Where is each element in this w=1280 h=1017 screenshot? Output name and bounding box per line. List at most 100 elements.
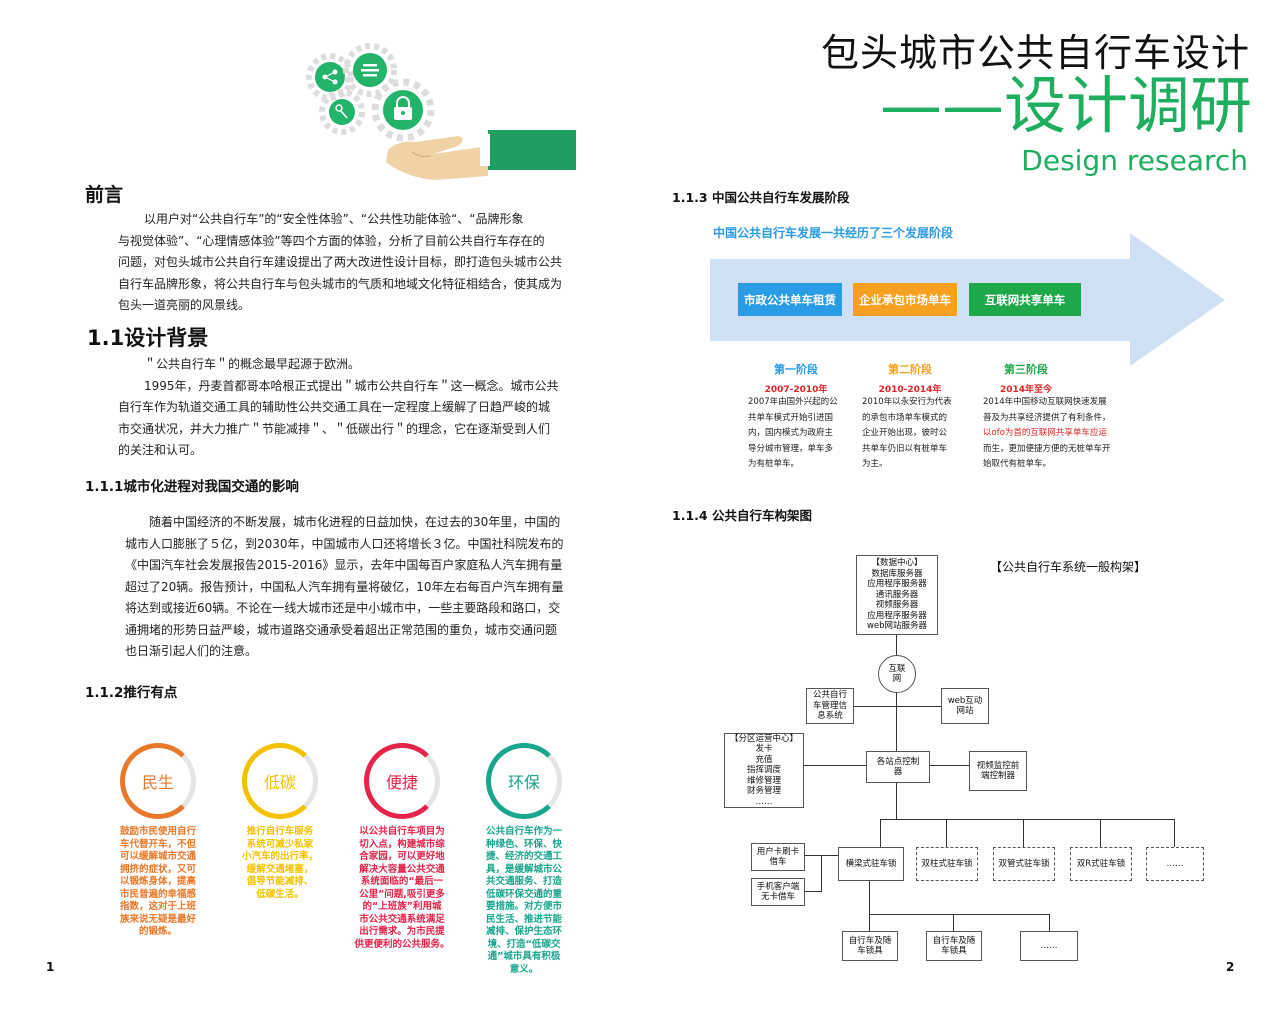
- phone-user-box-line: 无卡借车: [760, 892, 795, 902]
- management-system-box-line: 公共自行: [812, 690, 847, 701]
- section-1-1-4-heading: 1.1.4 公共自行车构架图: [672, 508, 812, 523]
- advantage-desc-line: 低碳生活。: [256, 888, 304, 900]
- advantage-desc-line: 推行自行车服务: [246, 826, 314, 837]
- stage-title: 第二阶段: [888, 363, 932, 376]
- stage-desc-line: 2014年中国移动互联网快速发展: [983, 397, 1107, 407]
- dock-lock-box: 双R式驻车锁: [1070, 847, 1132, 881]
- preface-body: 以用户对“公共自行车”的“安全性体验”、“公共性功能体验“、“品牌形象 与视觉体…: [118, 209, 578, 317]
- video-controller-box: 视频监控前端控制器: [969, 751, 1027, 791]
- stage-desc-line: 始取代有桩单车。: [983, 459, 1052, 469]
- s11-line: ＂公共自行车＂的概念最早起源于欧洲。: [144, 357, 361, 371]
- stage-desc-line: 为有桩单车。: [748, 459, 800, 469]
- bike-lock-box: ……: [1020, 931, 1078, 961]
- advantage-desc-line: 解决大容量公共交通: [359, 863, 445, 875]
- preface-line: 自行车品牌形象，将公共自行车与包头城市的气质和地域文化特征相结合，使其成为: [118, 276, 563, 291]
- advantage-desc-line: 合家园，可以更好地: [359, 851, 445, 862]
- district-center-box: 【分区运营中心】发卡充值指挥调度维修管理财务管理……: [724, 733, 804, 808]
- section-1-1-2-heading: 1.1.2推行有点: [85, 685, 178, 701]
- hand-icon: [386, 130, 576, 180]
- preface-line: 包头一道亮丽的风景线。: [118, 298, 251, 312]
- advantage-label: 民生: [141, 773, 174, 792]
- advantage-desc-line: 倡导节能减排、: [246, 876, 314, 887]
- s111-line: 通拥堵的形势日益严峻，城市道路交通承受着超出正常范围的重负，城市交通问题: [125, 622, 558, 637]
- data-center-box-line: 应用程序服务器: [867, 579, 927, 590]
- advantage-desc-line: 鼓励市民使用自行: [119, 826, 196, 837]
- stage-years: 2010-2014年: [878, 385, 942, 395]
- stage-title: 第一阶段: [774, 363, 818, 376]
- district-center-box-line: 发卡: [755, 744, 773, 755]
- preface-line: 以用户对“公共自行车”的“安全性体验”、“公共性功能体验“、“品牌形象: [144, 212, 524, 226]
- video-controller-box-line: 视频监控前: [976, 760, 1020, 771]
- bike-lock-box: 自行车及随 车锁具: [926, 931, 982, 961]
- section-1-1-1-heading: 1.1.1城市化进程对我国交通的影响: [85, 479, 299, 495]
- advantage-desc-line: 系统可减少私家: [246, 838, 314, 850]
- key-gear-icon: [319, 89, 365, 135]
- phone-user-box-line: 手机客户端: [756, 881, 800, 892]
- s11-line: 1995年，丹麦首都哥本哈根正式提出＂城市公共自行车＂这一概念。城市公共: [144, 378, 559, 393]
- district-center-box-line: 维修管理: [746, 775, 781, 786]
- share-gear-icon: [306, 53, 354, 101]
- data-center-box-line: 应用程序服务器: [867, 610, 927, 621]
- stage-desc-line: 共单车模式开始引进国: [748, 412, 834, 423]
- s111-line: 将达到或接近60辆。不论在一线大城市还是中小城市中，一些主要路段和路口，交: [125, 601, 561, 615]
- advantage-label: 低碳: [263, 773, 296, 792]
- card-user-box-line: 用户卡刷卡: [756, 846, 800, 857]
- s111-line: 《中国汽车社会发展报告2015-2016》显示，去年中国每百户家庭私人汽车拥有量: [125, 558, 563, 572]
- advantage-desc-line: 民生活、推进节能: [485, 913, 562, 925]
- advantage-description: 以公共自行车项目为切入点，构建城市综合家园，可以更好地解决大容量公共交通系统面临…: [334, 826, 470, 951]
- title-line-1: 包头城市公共自行车设计: [820, 31, 1250, 75]
- advantage-desc-line: 意义。: [509, 963, 539, 975]
- section-1-1-1-body: 随着中国经济的不断发展，城市化进程的日益加快，在过去的30年里，中国的 城市人口…: [125, 512, 585, 663]
- stage-desc-line: 内，国内模式为政府主: [748, 428, 834, 438]
- advantage-desc-line: 减排、保护生态环: [485, 926, 562, 937]
- section-1-1-body: ＂公共自行车＂的概念最早起源于欧洲。 1995年，丹麦首都哥本哈根正式提出＂城市…: [118, 354, 578, 462]
- stage-years: 2014年至今: [999, 385, 1053, 395]
- stage-description: 2010年以永安行为代表的承包市场单车模式的企业开始出现，彼时公共单车仍旧以有桩…: [862, 395, 972, 473]
- stages-subtitle: 中国公共自行车发展一共经历了三个发展阶段: [713, 226, 954, 240]
- advantage-desc-line: 捷、经济的交通工: [485, 851, 562, 862]
- advantage-desc-line: 要措施。对方便市: [485, 901, 562, 912]
- stage-desc-line: 普及为共享经济提供了有利条件，: [983, 412, 1111, 423]
- data-center-box-line: 通讯服务器: [875, 589, 919, 600]
- advantage-label: 便捷: [385, 773, 418, 792]
- stage-description: 2007年由国外兴起的公共单车模式开始引进国内，国内模式为政府主导分城市管理，单…: [748, 395, 858, 473]
- advantage-desc-line: 以公共自行车项目为: [359, 826, 445, 837]
- card-user-box: 用户卡刷卡借车: [751, 843, 805, 871]
- dock-lock-box: 横梁式驻车锁: [838, 847, 904, 881]
- gears-hand-illustration: [306, 43, 576, 180]
- advantage-desc-line: 市民普遍的幸福感: [119, 888, 196, 900]
- advantage-desc-line: 指数，这对于上班: [119, 901, 196, 912]
- lock-gear-icon: [371, 78, 435, 142]
- card-user-box-line: 借车: [769, 857, 787, 867]
- s111-line: 城市人口膨胀了５亿，到2030年，中国城市人口还将增长３亿。中国社科院发布的: [125, 536, 564, 551]
- stage-desc-line: 而生，更加便捷方便的无桩单车开: [983, 443, 1111, 454]
- advantage-label: 环保: [507, 773, 540, 792]
- district-center-box-line: ……: [755, 796, 773, 807]
- advantage-desc-line: 族来说无疑是最好: [119, 913, 196, 925]
- stage-bar: 互联网共享单车: [969, 283, 1081, 316]
- s111-line: 超过了20辆。报告预计，中国私人汽车拥有量将破亿，10年左右每百户汽车拥有量: [125, 579, 564, 594]
- web-site-box-line: 网站: [956, 706, 974, 716]
- advantage-desc-line: 具，是缓解城市公: [485, 863, 562, 875]
- stage-desc-line: 企业开始出现，彼时公: [862, 428, 948, 438]
- preface-line: 与视觉体验”、“心理情感体验”等四个方面的体验，分析了目前公共自行车存在的: [118, 233, 545, 248]
- section-1-1-heading: 1.1设计背景: [87, 326, 209, 350]
- advantage-description: 鼓励市民使用自行车代替开车，不但可以缓解城市交通拥挤的症状，又可以锻炼身体，提高…: [90, 826, 226, 939]
- section-1-1-3-heading: 1.1.3 中国公共自行车发展阶段: [672, 190, 850, 205]
- advantage-ring: 民生: [120, 743, 196, 819]
- title-line-2: ——设计调研: [879, 69, 1252, 142]
- phone-user-box: 手机客户端无卡借车: [751, 878, 805, 906]
- advantage-ring: 低碳: [242, 743, 318, 819]
- diagram-title: 【公共自行车系统一般构架】: [990, 560, 1147, 574]
- stages-arrow: [710, 233, 1225, 366]
- advantage-desc-line: 市公共交通系统满足: [359, 913, 445, 925]
- s111-line: 也日渐引起人们的注意。: [125, 644, 258, 658]
- advantage-desc-line: 切入点，构建城市综: [359, 838, 445, 850]
- stage-desc-line: 2010年以永安行为代表: [862, 397, 952, 407]
- advantage-desc-line: 出行需求。为市民提: [359, 926, 445, 937]
- advantage-desc-line: 公里”问题,吸引更多: [359, 888, 445, 900]
- dock-lock-box: ……: [1146, 847, 1204, 881]
- advantage-ring: 环保: [486, 743, 562, 819]
- page-number-1: 1: [46, 960, 55, 974]
